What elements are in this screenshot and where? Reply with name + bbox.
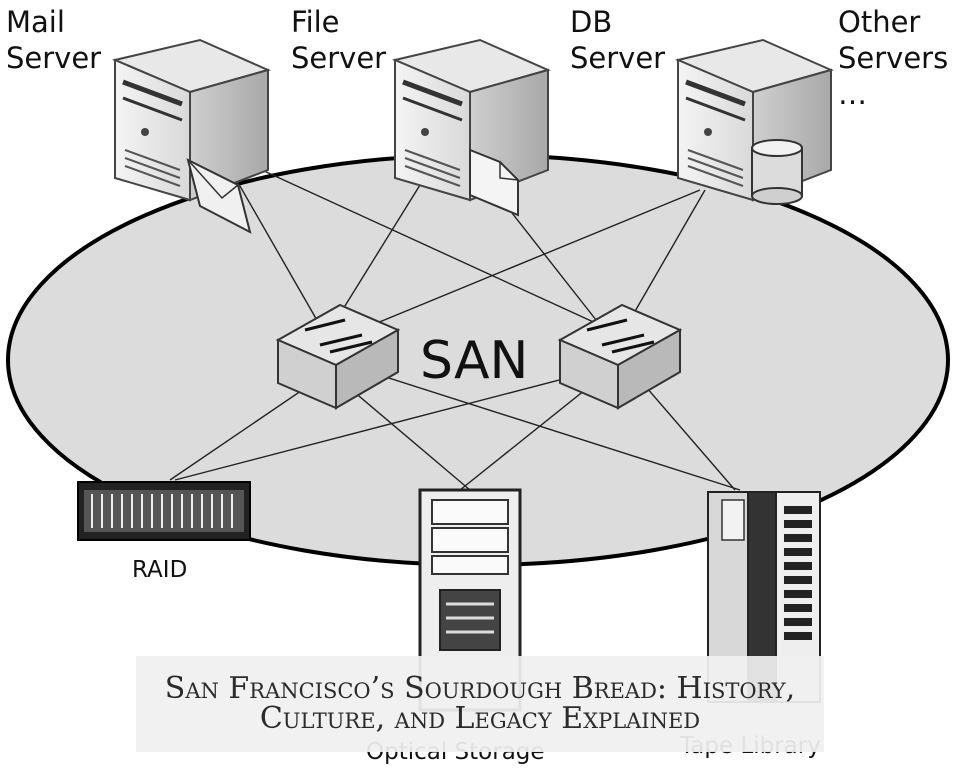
file-server-label: File Server <box>291 4 386 76</box>
other-servers-label-line2: Servers <box>838 41 949 75</box>
other-servers-label-line3: … <box>838 77 867 111</box>
db-server-icon <box>674 38 834 202</box>
san-switch-right-icon <box>557 303 683 410</box>
banner-title: San Francisco’s Sourdough Bread: History… <box>164 671 796 736</box>
file-server-label-line1: File <box>291 5 340 39</box>
mail-server-icon <box>111 38 271 202</box>
db-server-label-line1: DB <box>570 5 613 39</box>
san-label: SAN <box>420 331 528 391</box>
title-banner: San Francisco’s Sourdough Bread: History… <box>136 656 824 752</box>
san-switch-left-icon <box>275 303 401 410</box>
raid-label: RAID <box>132 557 188 583</box>
connection-lines <box>169 159 741 491</box>
database-icon <box>751 139 803 205</box>
mail-server-label-line2: Server <box>6 41 102 75</box>
other-servers-label: Other Servers … <box>838 4 948 112</box>
mail-server-label: Mail Server <box>6 4 101 76</box>
mail-server-label-line1: Mail <box>6 5 65 39</box>
envelope-icon <box>186 158 252 234</box>
db-server-label: DB Server <box>570 4 665 76</box>
file-server-label-line2: Server <box>291 41 387 75</box>
other-servers-label-line1: Other <box>838 5 921 39</box>
document-icon <box>469 148 519 217</box>
raid-array-icon <box>77 481 251 541</box>
db-server-label-line2: Server <box>570 41 666 75</box>
